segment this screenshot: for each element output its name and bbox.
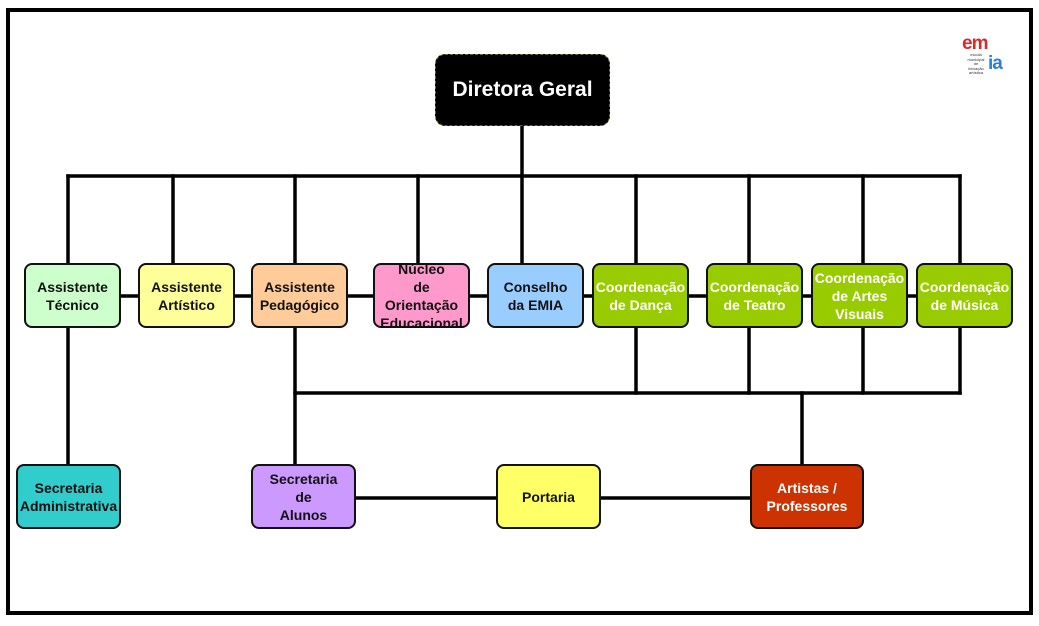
- node-nucleo-orientacao: Núcleo de Orientação Educacional: [373, 261, 470, 331]
- logo-tagline: escola municipal de iniciação artística: [967, 52, 985, 75]
- node-assistente-pedagogico: Assistente Pedagógico: [251, 263, 348, 328]
- node-secretaria-administrativa: Secretaria Administrativa: [16, 464, 121, 529]
- node-diretora-geral: Diretora Geral: [435, 54, 610, 126]
- node-secretaria-alunos: Secretaria de Alunos: [251, 464, 356, 529]
- node-assistente-tecnico: Assistente Técnico: [24, 263, 121, 328]
- node-conselho-emia: Conselho da EMIA: [487, 263, 584, 328]
- node-portaria: Portaria: [496, 464, 601, 529]
- logo-ia: ia: [988, 53, 1003, 74]
- node-coordenacao-teatro: Coordenação de Teatro: [706, 263, 803, 328]
- node-assistente-artistico: Assistente Artístico: [138, 263, 235, 328]
- node-coordenacao-musica: Coordenação de Música: [916, 263, 1013, 328]
- logo-em: em: [962, 33, 988, 54]
- node-coordenacao-danca: Coordenação de Dança: [592, 263, 689, 328]
- node-artistas-professores: Artistas / Professores: [750, 464, 864, 529]
- emia-logo: em escola municipal de iniciação artísti…: [958, 32, 1010, 80]
- node-coordenacao-artes-visuais: Coordenação de Artes Visuais: [811, 263, 908, 328]
